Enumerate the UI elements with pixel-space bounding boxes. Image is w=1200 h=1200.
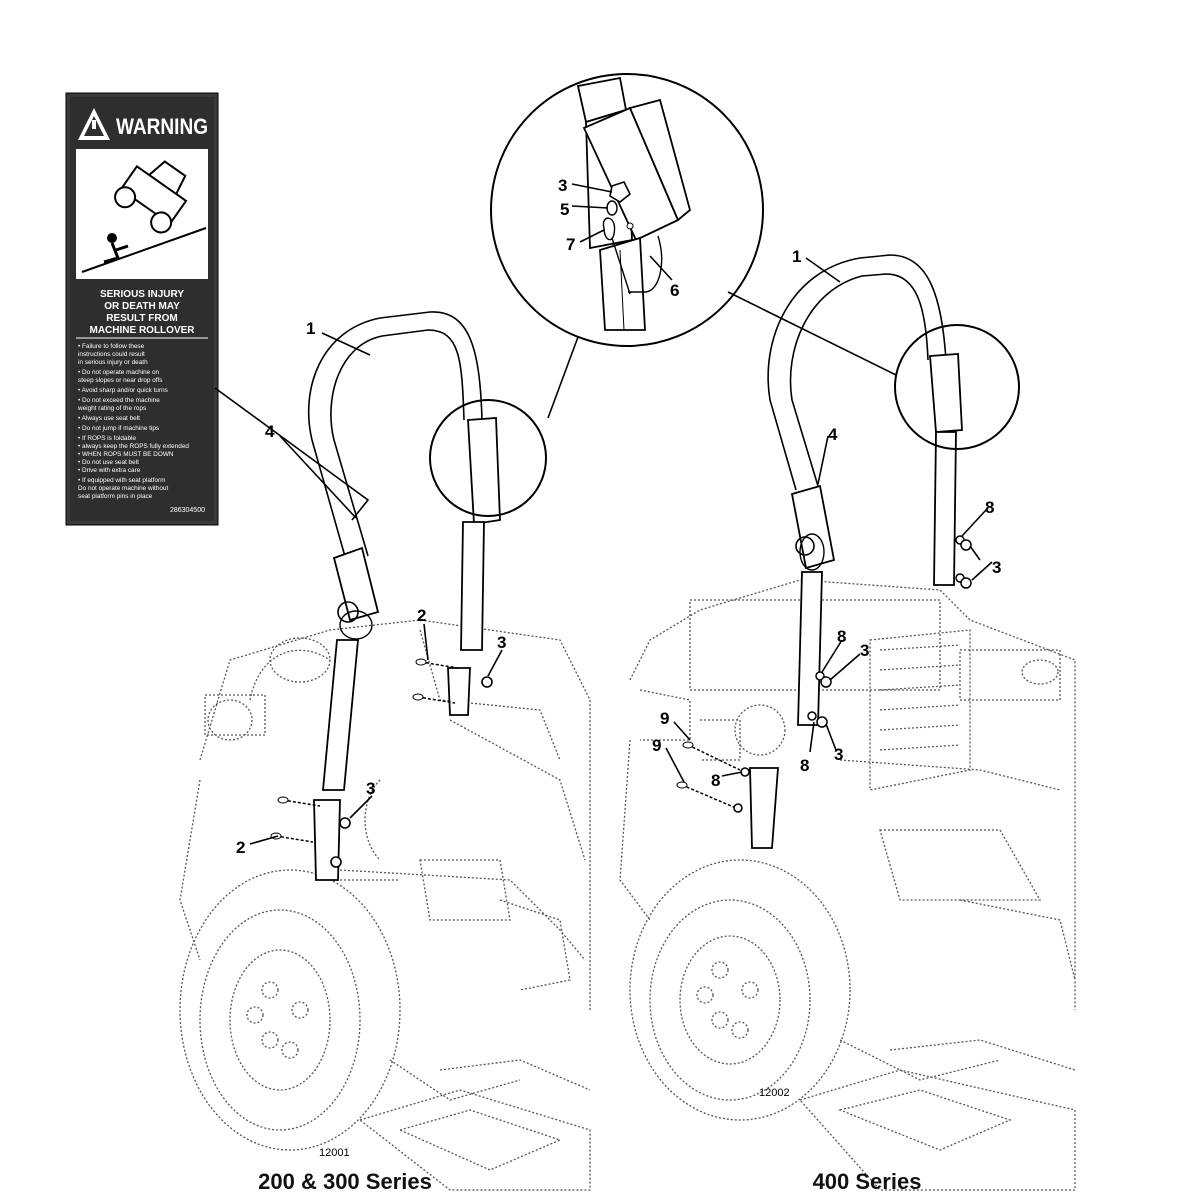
- callout-3-detail: 3: [558, 176, 567, 195]
- callout-3-a: 3: [992, 558, 1001, 577]
- bullet-line: • Do not use seat belt: [78, 459, 139, 466]
- bullet-line: • Drive with extra care: [78, 467, 141, 474]
- bullet-line: in serious injury or death: [78, 359, 148, 366]
- callout-4-right: 4: [828, 425, 838, 444]
- bullet-line: steep slopes or near drop offs: [78, 377, 162, 384]
- bolt-2-upper: [412, 658, 459, 704]
- leader-lines: [214, 183, 993, 845]
- rops-leg-left: [797, 571, 823, 726]
- bullet-line: seat platform pins in place: [78, 493, 153, 500]
- callout-5-detail: 5: [560, 200, 569, 219]
- headline-line: RESULT FROM: [106, 313, 177, 324]
- bolt-9: [676, 741, 741, 809]
- decal-part-number: 286304500: [170, 507, 205, 514]
- pin-7-detail: [602, 217, 616, 241]
- callout-8-a: 8: [985, 498, 994, 517]
- callout-1-right: 1: [792, 247, 801, 266]
- lanyard-6-detail: [611, 235, 663, 295]
- caption-200-300-series: 200 & 300 Series: [258, 1169, 432, 1194]
- callout-8-c: 8: [800, 756, 809, 775]
- rops-sleeve-left: [332, 546, 380, 622]
- detail-view-circle: [490, 73, 764, 347]
- bullet-line: Do not operate machine without: [78, 485, 168, 492]
- detail-view-pin-assembly: [490, 73, 897, 419]
- bolt-2-lower: [270, 796, 321, 843]
- mount-bracket-right: [447, 667, 471, 716]
- callout-3-lower: 3: [366, 779, 375, 798]
- callout-2-lower: 2: [236, 838, 245, 857]
- headline-line: OR DEATH MAY: [104, 301, 180, 312]
- detail-callout-circle-right: [894, 324, 1020, 450]
- bullet-line: • Do not jump if machine tips: [78, 425, 159, 432]
- callout-7-detail: 7: [566, 235, 575, 254]
- callout-8-d: 8: [711, 771, 720, 790]
- figure-number-left: 12001: [319, 1147, 350, 1159]
- mount-bracket-left: [313, 799, 341, 881]
- mower-400-series-ghost: [619, 579, 1076, 1191]
- bullet-line: • Do not exceed the machine: [78, 397, 160, 404]
- warning-triangle-icon: [78, 108, 110, 140]
- warning-header: WARNING: [116, 114, 208, 139]
- nut-3-upper: [481, 676, 493, 688]
- warning-decal: WARNING SERIOUS INJURY OR DEATH MAY RESU…: [65, 92, 219, 526]
- rops-leg-left: [322, 639, 359, 791]
- nut-3-lower: [339, 817, 351, 829]
- figure-number-right: 12002: [759, 1087, 790, 1099]
- warning-headline: SERIOUS INJURY OR DEATH MAY RESULT FROM …: [90, 289, 196, 336]
- bullet-line: instructions could result: [78, 351, 145, 358]
- nut-3-detail: [609, 181, 632, 203]
- rops-bar-left: [270, 311, 501, 881]
- rops-sleeve-right: [467, 417, 501, 526]
- callout-4-left: 4: [265, 422, 275, 441]
- bullet-line: • always keep the ROPS fully extended: [78, 443, 189, 450]
- detail-callout-circle-left: [429, 399, 547, 517]
- mower-200-300-series-ghost: [179, 619, 591, 1191]
- bullet-line: • Always use seat belt: [78, 415, 140, 422]
- rops-leg-right: [933, 431, 957, 586]
- callout-2-upper: 2: [417, 606, 426, 625]
- callout-9-a: 9: [660, 709, 669, 728]
- bullet-line: • If equipped with seat platform: [78, 477, 166, 484]
- callout-9-b: 9: [652, 736, 661, 755]
- bullet-line: • If ROPS is foldable: [78, 435, 136, 442]
- callout-3-b: 3: [860, 641, 869, 660]
- bullet-line: weight rating of the rops: [77, 405, 146, 412]
- warning-bullets: • Failure to follow these instructions c…: [77, 343, 189, 500]
- mount-bracket: [749, 767, 779, 849]
- washer-5-detail: [606, 200, 618, 216]
- headline-line: MACHINE ROLLOVER: [90, 325, 196, 336]
- bullet-line: • WHEN ROPS MUST BE DOWN: [78, 451, 174, 458]
- headline-line: SERIOUS INJURY: [100, 289, 184, 300]
- rollover-pictogram: [76, 149, 208, 279]
- callout-8-b: 8: [837, 627, 846, 646]
- bullet-line: • Avoid sharp and/or quick turns: [78, 387, 168, 394]
- rops-sleeve-left: [790, 484, 836, 570]
- rops-sleeve-right: [929, 353, 963, 433]
- bullet-line: • Failure to follow these: [78, 343, 145, 350]
- rops-leg-right: [460, 521, 485, 651]
- callout-6-detail: 6: [670, 281, 679, 300]
- callout-1-left: 1: [306, 319, 315, 338]
- caption-400-series: 400 Series: [813, 1169, 922, 1194]
- callout-3-upper: 3: [497, 633, 506, 652]
- bullet-line: • Do not operate machine on: [78, 369, 160, 376]
- callout-3-c: 3: [834, 745, 843, 764]
- rops-bar-right: [676, 254, 972, 849]
- callout-labels: 1 4 2 3 3 2 3 5 7 6 1 4 8 3 8 3 8 3 9 9 …: [236, 176, 1001, 857]
